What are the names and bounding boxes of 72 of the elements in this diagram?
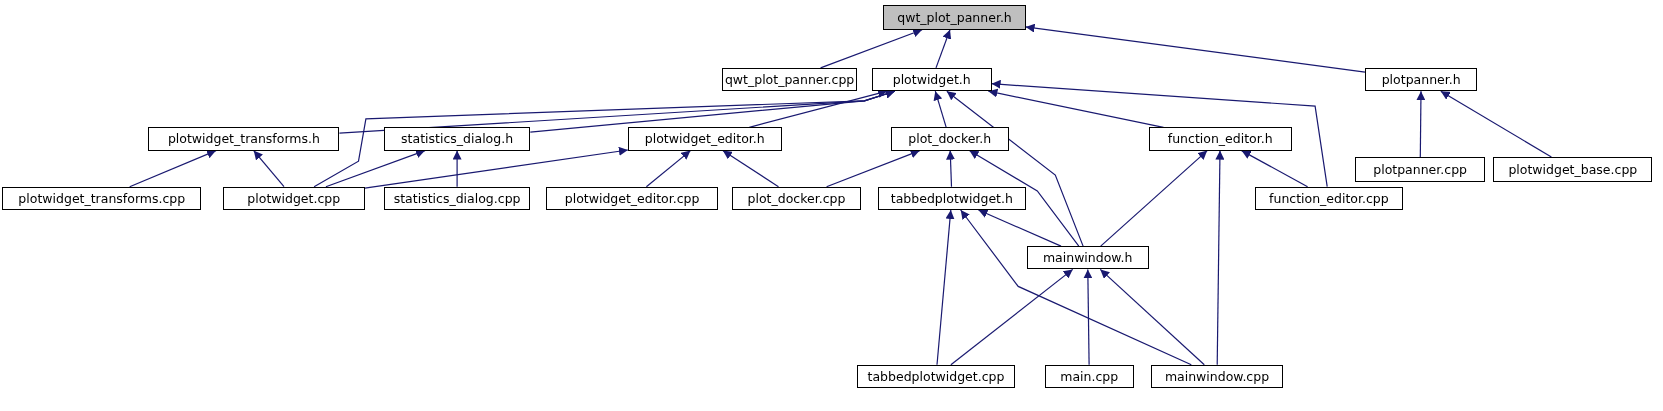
arrow xyxy=(960,209,1192,366)
file-box xyxy=(878,186,1026,210)
arrow xyxy=(1241,150,1309,188)
file-box xyxy=(222,186,365,210)
file-box xyxy=(1044,364,1134,389)
arrow xyxy=(364,146,629,189)
file-name: qwt_plot_panner.cpp xyxy=(724,72,855,88)
file-name: mainwindow.cpp xyxy=(1164,369,1270,384)
file-box xyxy=(1150,364,1284,389)
file-name: statistics_dialog.cpp xyxy=(393,190,521,206)
file-name: qwt_plot_panner.h xyxy=(897,10,1012,25)
arrow xyxy=(946,150,955,188)
file-name: plotwidget_base.cpp xyxy=(1508,162,1638,178)
arrow xyxy=(645,150,692,188)
arrow xyxy=(977,209,1062,247)
arrow xyxy=(1100,150,1208,247)
file-box xyxy=(1026,246,1149,270)
file-name: plotwidget_transforms.h xyxy=(167,131,320,147)
file-box xyxy=(383,127,531,151)
file-box xyxy=(731,186,862,210)
file-name: plotwidget.h xyxy=(892,72,971,88)
file-name: plotwidget_editor.h xyxy=(644,131,765,147)
file-name: plotwidget.cpp xyxy=(247,190,341,206)
arrow xyxy=(820,28,923,69)
file-box xyxy=(1148,127,1292,151)
arrow xyxy=(936,209,955,366)
file-name: tabbedplotwidget.cpp xyxy=(867,369,1005,384)
arrow xyxy=(253,150,285,188)
arrow xyxy=(968,150,1080,247)
file-box xyxy=(627,127,782,151)
arrow xyxy=(325,149,426,188)
arrow xyxy=(1083,268,1093,366)
arrow xyxy=(826,149,921,188)
file-box xyxy=(871,67,992,92)
file-box xyxy=(1364,67,1478,92)
file-name: function_editor.h xyxy=(1167,131,1273,147)
file-name: main.cpp xyxy=(1060,369,1119,384)
arrow xyxy=(722,150,780,188)
file-name: mainwindow.h xyxy=(1042,250,1133,266)
file-name: function_editor.cpp xyxy=(1269,190,1389,206)
file-box xyxy=(856,364,1015,389)
file-name: plotwidget_editor.cpp xyxy=(564,190,700,206)
arrow xyxy=(1025,23,1366,73)
arrow xyxy=(129,149,217,188)
file-box xyxy=(1355,156,1485,183)
arrow xyxy=(1099,268,1205,366)
file-name: plotpanner.cpp xyxy=(1373,162,1467,178)
arrow xyxy=(1440,90,1552,158)
file-name: plotwidget_transforms.cpp xyxy=(18,190,186,206)
arrow xyxy=(452,150,462,188)
file-box xyxy=(1254,186,1404,210)
arrow xyxy=(933,90,947,128)
file-name: plot_docker.cpp xyxy=(747,190,846,206)
file-box xyxy=(722,67,857,92)
file-name: tabbedplotwidget.h xyxy=(890,190,1013,206)
file-name: plot_docker.h xyxy=(908,131,992,147)
file-box xyxy=(890,127,1009,151)
file-name: plotpanner.h xyxy=(1381,72,1461,88)
file-name: statistics_dialog.h xyxy=(401,131,514,147)
file-box xyxy=(2,186,202,210)
arrow xyxy=(529,89,896,133)
file-box xyxy=(148,127,340,151)
arrow xyxy=(1416,90,1426,158)
file-box xyxy=(1493,156,1653,183)
file-box xyxy=(546,186,718,210)
arrow xyxy=(946,90,1084,247)
arrow xyxy=(935,29,952,69)
arrow xyxy=(991,79,1328,188)
file-box xyxy=(883,5,1026,30)
arrow xyxy=(1215,150,1225,366)
arrow xyxy=(950,268,1074,366)
file-box xyxy=(383,186,531,210)
